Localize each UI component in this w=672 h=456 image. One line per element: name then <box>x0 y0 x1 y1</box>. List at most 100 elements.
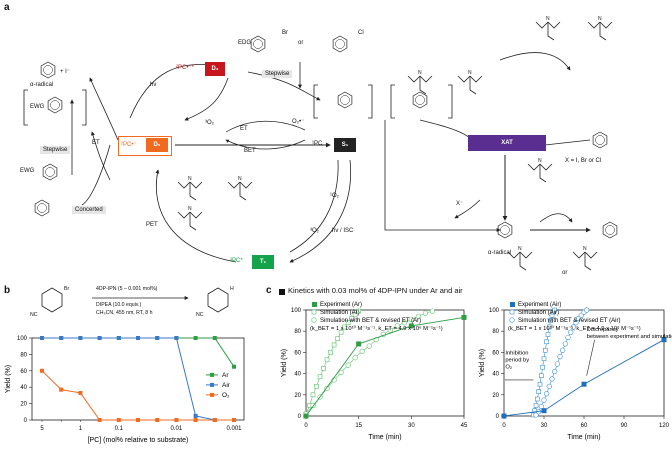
data-point <box>174 418 179 422</box>
nitrogen-atom: N <box>538 158 542 164</box>
y-tick-label: 0 <box>298 414 302 420</box>
data-point <box>155 336 160 340</box>
x-minus-label: X⁻ <box>456 201 464 207</box>
y-tick-label: 100 <box>489 308 500 314</box>
nitrogen-atom: N <box>468 70 472 76</box>
sim-point <box>536 389 541 394</box>
panel-c-label: c <box>266 285 272 296</box>
simbet-point <box>549 376 555 382</box>
exp-line <box>305 316 465 417</box>
data-point <box>212 336 217 340</box>
br-label-b: Br <box>64 286 70 292</box>
benzene-ring-inner <box>340 95 350 105</box>
data-point <box>97 418 102 422</box>
pet-label: PET <box>146 222 158 228</box>
o2-superoxide-label: O₂•⁻ <box>292 119 305 125</box>
series-line-0 <box>42 337 235 367</box>
x-tick-label: 60 <box>581 423 588 429</box>
simbet-point <box>359 348 365 354</box>
bracket-left-top <box>313 84 318 119</box>
simbet-point <box>544 391 550 397</box>
benzene-ring <box>250 35 266 53</box>
benzene-ring-inner <box>37 203 47 213</box>
x-tick-label: 120 <box>659 423 670 429</box>
concerted-arrow <box>81 144 111 206</box>
dipea-structure <box>527 163 553 183</box>
benzene-ring-inner <box>415 95 425 105</box>
benzene-ring-inner <box>335 39 345 49</box>
x-tick-label: 1 <box>79 426 83 432</box>
bracket-left-top2 <box>390 84 395 119</box>
t1-box: T₁ <box>252 255 274 269</box>
nitrogen-atom: N <box>238 176 242 182</box>
benzene-ring <box>497 221 513 239</box>
sim-point <box>540 364 545 370</box>
dipea-structure <box>572 251 598 271</box>
ewg-bottom: EWG <box>20 168 35 174</box>
nitrogen-atom: N <box>188 176 192 182</box>
sim-point <box>345 320 351 326</box>
y-tick-label: 100 <box>17 336 28 342</box>
dipea-structure <box>177 181 203 201</box>
simbet-point <box>394 323 400 329</box>
benzene-ring <box>592 131 608 149</box>
sim-point <box>349 316 354 321</box>
legend-label: Simulation (Air) <box>518 310 559 316</box>
y-tick-label: 40 <box>294 372 301 378</box>
dipea-structure <box>587 21 613 41</box>
panel-b-scheme <box>41 287 229 313</box>
simbet-point <box>560 347 566 353</box>
h-label-b: H <box>230 286 234 292</box>
benzene-ring <box>34 199 50 217</box>
s1-box: S₁ <box>334 138 356 152</box>
x-halides-label: X = I, Br or Cl <box>565 158 602 164</box>
benzene-ring <box>40 61 56 79</box>
exp-point <box>408 323 414 329</box>
simbet-point <box>401 320 407 326</box>
simbet-point <box>584 307 590 313</box>
y-axis-label: Yield (%) <box>281 349 288 377</box>
simbet-point <box>387 327 393 333</box>
plot-frame <box>305 309 465 417</box>
br-top-label: Br <box>282 30 288 36</box>
x-axis-label: Time (min) <box>567 434 600 441</box>
benzene-ring <box>332 35 348 53</box>
benzene-ring-inner <box>595 135 605 145</box>
simbet-point <box>573 320 579 326</box>
pc-ground: ¹PC <box>312 141 323 147</box>
data-point <box>78 336 83 340</box>
d2-to-right-arrow <box>247 71 321 101</box>
sim-point <box>548 318 553 323</box>
y-tick-label: 0 <box>496 414 500 420</box>
nitrogen-atom: N <box>518 246 522 252</box>
legend-label: O₂ <box>222 392 230 399</box>
ewg-top: EWG <box>30 104 45 110</box>
simbet-point <box>429 308 435 314</box>
benzene-ring <box>412 91 428 109</box>
dipea-structure <box>227 181 253 201</box>
discrepancy-annotation-2: between experiment and simulation <box>587 334 672 340</box>
discrepancy-arrow <box>586 339 595 376</box>
dipea-arrow <box>499 52 571 71</box>
simbet-point <box>568 329 574 335</box>
plot-frame <box>31 337 245 421</box>
bracket-to-xat-arrow <box>419 119 471 139</box>
alpha-radical-right: α-radical <box>488 250 512 256</box>
legend-marker <box>210 392 214 397</box>
simbet-point <box>415 313 421 319</box>
et-mid-arrow <box>225 120 306 133</box>
legend-marker <box>510 302 515 307</box>
sim-point <box>544 339 549 345</box>
y-tick-label: 100 <box>291 308 302 314</box>
s1-to-t1-arrow <box>289 159 352 263</box>
reagent-top: 4DP-IPN (5 – 0.001 mol%) <box>96 286 158 292</box>
o2-triplet-lower-label: ³O₂ <box>310 228 319 234</box>
pet-arrow <box>155 169 237 263</box>
sim-point <box>335 336 340 341</box>
rate-constants: (k_BET = 1 x 10¹⁰ M⁻¹s⁻¹, k_ET = 4.9 x 1… <box>508 325 641 332</box>
panel-b-label: b <box>4 285 11 296</box>
data-point <box>40 368 44 373</box>
data-point <box>193 413 198 418</box>
